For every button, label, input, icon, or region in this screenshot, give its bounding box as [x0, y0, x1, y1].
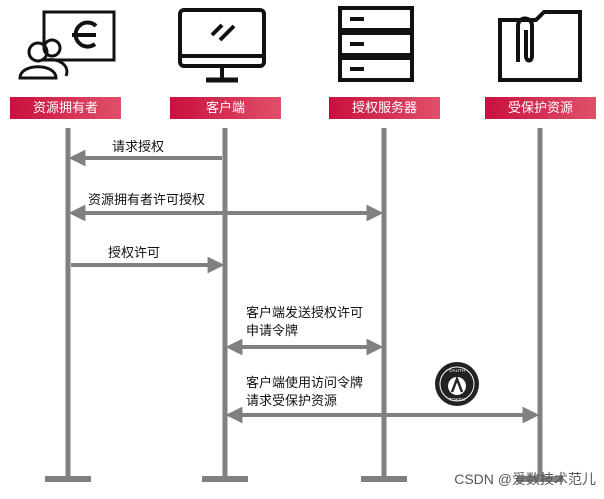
- message-label-request-authorization: 请求授权: [112, 139, 165, 154]
- actor-label-protected-resource: 受保护资源: [485, 97, 596, 119]
- oauth-logo-icon: OAUTH TOKEN: [435, 362, 479, 406]
- folder-paperclip-icon: [498, 10, 582, 82]
- message-label-owner-grant: 资源拥有者许可授权: [88, 192, 206, 207]
- monitor-icon: [178, 8, 266, 83]
- watermark: CSDN @爱数技术范儿: [454, 471, 596, 487]
- user-browser-icon: [18, 10, 116, 80]
- badge-text-bottom: TOKEN: [449, 397, 464, 402]
- actor-label-auth-server: 授权服务器: [329, 97, 440, 119]
- badge-text-top: OAUTH: [449, 368, 465, 373]
- message-arrows: [68, 149, 540, 424]
- message-label-authorization-grant: 授权许可: [108, 245, 161, 260]
- actor-label-resource-owner: 资源拥有者: [10, 97, 121, 119]
- message-label-token-request: 客户端发送授权许可 申请令牌: [246, 305, 364, 338]
- server-rack-icon: [338, 6, 414, 82]
- message-label-resource-request: 客户端使用访问令牌 请求受保护资源: [246, 375, 364, 408]
- actor-label-client: 客户端: [170, 97, 281, 119]
- lifelines: [65, 128, 543, 478]
